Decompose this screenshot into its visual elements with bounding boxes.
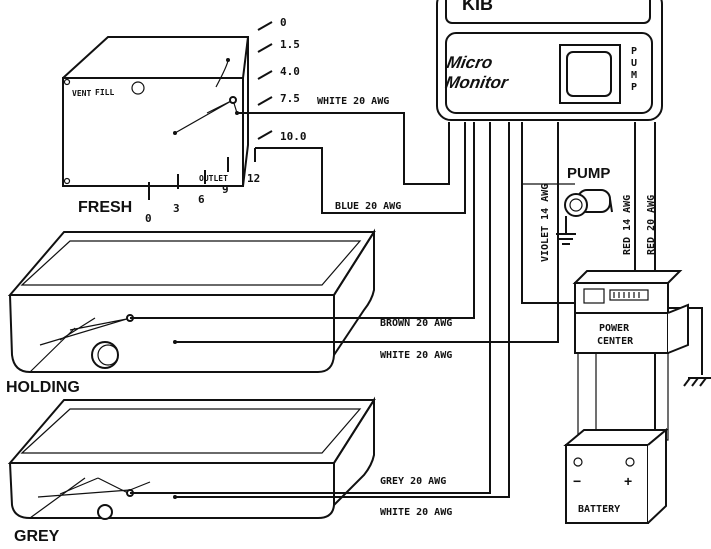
pump-switch-rocker <box>566 51 612 97</box>
wire-blue <box>255 122 466 214</box>
battery-positive-terminal <box>625 457 635 467</box>
wire-label-white-holding: WHITE 20 AWG <box>380 350 452 361</box>
grey-tank: GREY <box>7 396 376 545</box>
pump: PUMP <box>556 165 613 245</box>
battery-label: BATTERY <box>578 504 620 515</box>
wire-white-grey <box>175 122 510 498</box>
fresh-gauge-bottom: 0 3 6 9 12 <box>145 148 260 225</box>
wire-brown <box>130 122 475 319</box>
pump-label: PUMP <box>567 165 610 182</box>
gauge-bottom-0: 0 <box>145 212 152 225</box>
gauge-bottom-4: 12 <box>247 172 260 185</box>
monitor-top-display <box>445 0 651 24</box>
fresh-vent-label: VENT <box>72 89 91 98</box>
gauge-bottom-3: 9 <box>222 183 229 196</box>
wire-white-fresh <box>237 112 450 185</box>
pump-letter-p1: P <box>631 46 637 57</box>
gauge-right-1: 1.5 <box>280 38 300 51</box>
monitor-brand-line2: Monitor <box>444 72 511 92</box>
wire-grey <box>130 122 491 494</box>
monitor-brand-line1: Micro <box>445 52 494 72</box>
fresh-tank: VENT FILL OUTLET FRESH <box>62 36 249 216</box>
power-center: POWER CENTER <box>572 270 689 354</box>
wire-label-red14: RED 14 AWG <box>622 195 633 255</box>
wire-label-white-grey: WHITE 20 AWG <box>380 507 452 518</box>
wire-violet <box>521 122 598 304</box>
gauge-right-0: 0 <box>280 16 287 29</box>
battery: − + BATTERY <box>563 427 669 524</box>
monitor-panel: KIB Micro Monitor P U M P <box>436 0 663 121</box>
pump-letter-m: M <box>631 70 637 81</box>
monitor-top-label: KIB <box>462 0 493 14</box>
grey-tank-title: GREY <box>14 528 60 545</box>
fresh-fill-label: FILL <box>95 88 114 97</box>
power-center-line2: CENTER <box>597 336 634 347</box>
wire-labels: WHITE 20 AWG BLUE 20 AWG BROWN 20 AWG WH… <box>317 96 657 518</box>
pump-letter-p2: P <box>631 82 637 93</box>
gauge-bottom-2: 6 <box>198 193 205 206</box>
battery-negative-terminal <box>573 457 583 467</box>
wire-label-white-fresh: WHITE 20 AWG <box>317 96 389 107</box>
wire-label-blue: BLUE 20 AWG <box>335 201 401 212</box>
wire-label-brown: BROWN 20 AWG <box>380 318 452 329</box>
power-center-line1: POWER <box>599 323 630 334</box>
fresh-gauge-right: 0 1.5 4.0 7.5 10.0 <box>257 16 307 143</box>
fresh-fill-port <box>131 81 145 95</box>
wire-label-violet: VIOLET 14 AWG <box>540 184 551 262</box>
pump-letter-u: U <box>631 58 637 69</box>
gauge-right-2: 4.0 <box>280 65 300 78</box>
fresh-outlet-label: OUTLET <box>199 174 228 183</box>
gauge-bottom-1: 3 <box>173 202 180 215</box>
holding-tank-title: HOLDING <box>6 379 80 396</box>
wire-label-grey: GREY 20 AWG <box>380 476 446 487</box>
wire-label-red20: RED 20 AWG <box>646 195 657 255</box>
battery-plus: + <box>624 473 632 489</box>
gauge-right-3: 7.5 <box>280 92 300 105</box>
wire-white-holding <box>175 122 559 343</box>
battery-minus: − <box>573 473 581 489</box>
fresh-tank-title: FRESH <box>78 199 132 216</box>
grey-outlet-port <box>97 504 113 520</box>
gauge-right-4: 10.0 <box>280 130 307 143</box>
holding-tank: HOLDING <box>6 228 376 396</box>
